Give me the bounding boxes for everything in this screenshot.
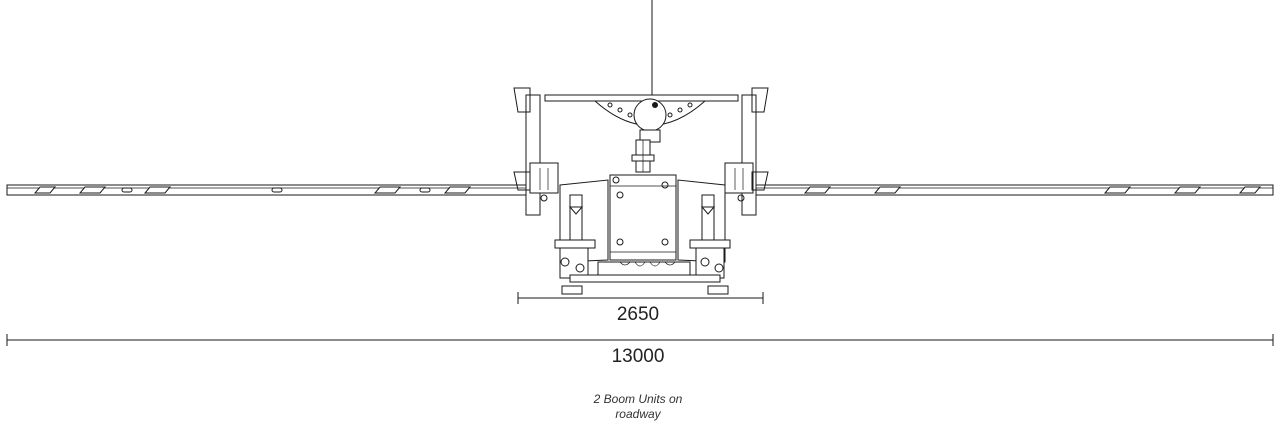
caption-line-1: 2 Boom Units on bbox=[593, 392, 683, 406]
central-stem bbox=[631, 139, 655, 173]
caption-line-2: roadway bbox=[615, 407, 661, 421]
left-leg-assembly bbox=[554, 194, 596, 295]
right-leg-assembly bbox=[689, 194, 731, 295]
center-width-label: 2650 bbox=[616, 304, 660, 325]
left-upright-frame bbox=[513, 87, 559, 216]
dimension-line-center-width bbox=[517, 292, 764, 304]
left-boom-arm bbox=[6, 184, 533, 196]
caption: 2 Boom Units on roadway bbox=[558, 392, 718, 422]
dimension-line-total-width bbox=[6, 334, 1274, 346]
right-upright-frame bbox=[724, 87, 769, 216]
central-box bbox=[559, 174, 726, 263]
total-width-label: 13000 bbox=[611, 346, 665, 367]
base-platform bbox=[569, 261, 721, 283]
upper-cross-bar bbox=[544, 94, 739, 143]
right-boom-arm bbox=[744, 184, 1274, 196]
